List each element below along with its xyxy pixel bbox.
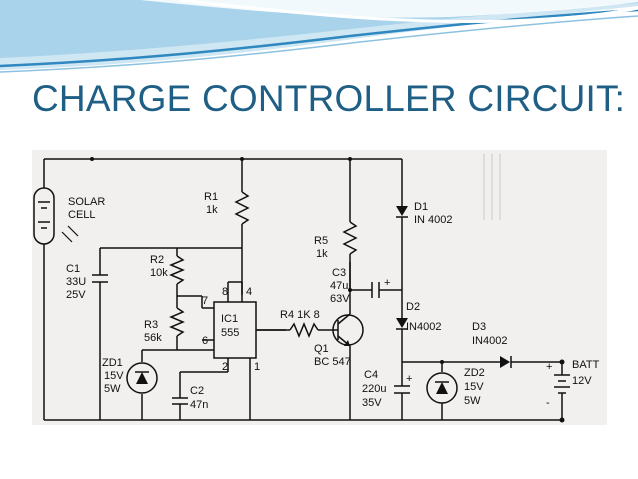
pin-7-label: 7 [202, 295, 208, 307]
bottom-rail-wire [43, 262, 562, 421]
solar-label-line2: CELL [68, 209, 96, 221]
c1-voltage: 25V [66, 289, 86, 301]
charge-controller-schematic: SOLAR CELL C1 33U 25V [32, 150, 607, 425]
c4-value: 220u [362, 383, 386, 395]
r5-value: 1k [316, 248, 328, 260]
zd1-power: 5W [104, 383, 121, 395]
q1-transistor [332, 262, 364, 420]
c4-plus-sign: + [406, 373, 412, 385]
c4-voltage: 35V [362, 397, 382, 409]
zd1-label: ZD1 [102, 357, 123, 369]
zd1-zener-diode [126, 349, 177, 420]
c1-label: C1 [66, 263, 80, 275]
battery-symbol [554, 359, 570, 423]
d1-label: D1 [414, 201, 428, 213]
r1-value: 1k [206, 204, 218, 216]
r4-resistor [256, 322, 334, 338]
d3-label: D3 [472, 321, 486, 333]
d1-part: IN 4002 [414, 214, 453, 226]
r3-label: R3 [144, 319, 158, 331]
c2-label: C2 [190, 385, 204, 397]
zd2-label: ZD2 [464, 367, 485, 379]
d1-d2-diode-string [396, 159, 408, 362]
c4-label: C4 [364, 369, 378, 381]
c3-capacitor [350, 282, 402, 298]
batt-voltage: 12V [572, 375, 592, 387]
c2-value: 47n [190, 399, 208, 411]
r4-label: R4 1K 8 [280, 309, 320, 321]
r1-label: R1 [204, 191, 218, 203]
batt-plus-sign: + [546, 361, 552, 373]
c3-voltage: 63V [330, 293, 350, 305]
top-rail-wire [43, 157, 402, 188]
solar-cell-symbol [33, 187, 79, 262]
solar-label-line1: SOLAR [68, 196, 105, 208]
c1-capacitor [92, 247, 242, 420]
r2-value: 10k [150, 267, 168, 279]
batt-minus-sign: - [546, 397, 550, 409]
r5-label: R5 [314, 235, 328, 247]
r1-resistor [234, 159, 250, 295]
c4-capacitor [394, 362, 410, 420]
header-wave-decoration [0, 0, 638, 75]
r2-r3-divider [169, 248, 214, 351]
zd2-power: 5W [464, 395, 481, 407]
d2-label: D2 [406, 301, 420, 313]
q1-part: BC 547 [314, 356, 351, 368]
pin-8-label: 8 [222, 286, 228, 298]
batt-label: BATT [572, 359, 600, 371]
r2-label: R2 [150, 254, 164, 266]
c3-label: C3 [332, 267, 346, 279]
zd2-zener-diode [426, 362, 458, 420]
pin-6-label: 6 [202, 335, 208, 347]
zd1-voltage: 15V [104, 370, 124, 382]
slide-title: CHARGE CONTROLLER CIRCUIT: [32, 78, 626, 119]
c3-value: 47u [330, 280, 348, 292]
schematic-drawing: SOLAR CELL C1 33U 25V [33, 154, 600, 423]
d2-part: IN4002 [406, 321, 441, 333]
c3-plus-sign: + [384, 277, 390, 289]
q1-label: Q1 [314, 343, 329, 355]
pin-1-label: 1 [254, 361, 260, 373]
pin-2-label: 2 [222, 361, 228, 373]
d3-part: IN4002 [472, 335, 507, 347]
ic1-value: 555 [221, 327, 239, 339]
r5-resistor [342, 159, 358, 292]
paper-grid-mark [483, 154, 501, 220]
ic1-label: IC1 [221, 313, 238, 325]
r3-value: 56k [144, 332, 162, 344]
c2-capacitor [172, 372, 188, 420]
zd2-voltage: 15V [464, 381, 484, 393]
pin-4-label: 4 [246, 286, 252, 298]
c1-value: 33U [66, 276, 86, 288]
